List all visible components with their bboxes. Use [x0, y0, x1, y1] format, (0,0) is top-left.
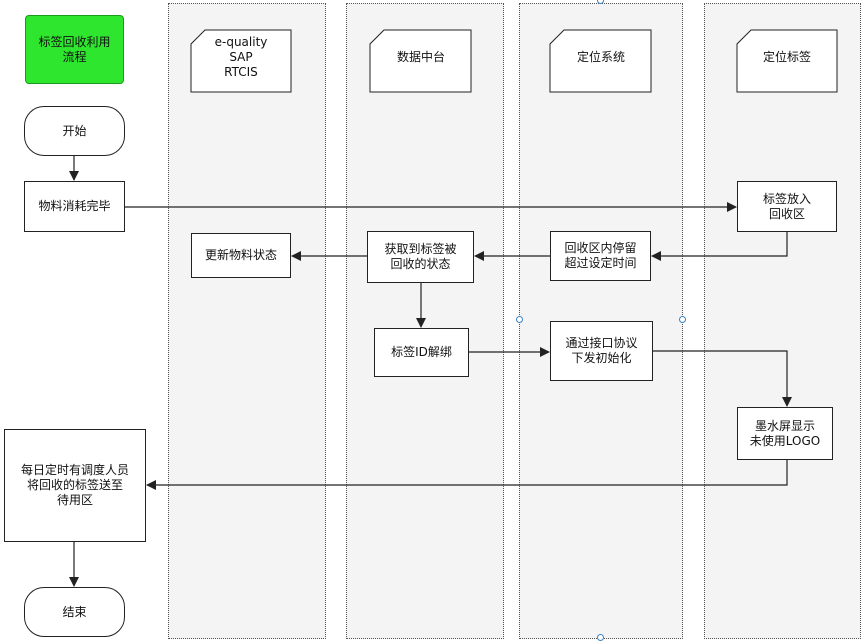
start-node: 开始	[24, 106, 125, 156]
resize-handle[interactable]	[679, 316, 686, 323]
lane-header-card	[369, 29, 472, 93]
lane-header-card	[190, 29, 292, 93]
swimlane-positioning-tag	[704, 3, 861, 639]
lane-header-data-platform: 数据中台	[397, 49, 445, 64]
end-node: 结束	[24, 587, 125, 637]
lane-header-positioning-system: 定位系统	[577, 49, 625, 64]
material-consumed-node: 物料消耗完毕	[24, 181, 125, 232]
arrow-send-init-to-eink	[653, 350, 792, 407]
lane-header-equality-line1: e-quality	[215, 35, 268, 49]
get-tag-state-node: 获取到标签被 回收的状态	[367, 231, 474, 283]
resize-handle[interactable]	[516, 316, 523, 323]
arrow-eink-to-transfer	[146, 460, 788, 490]
swimlane-equality	[168, 3, 326, 639]
unbind-tag-node: 标签ID解绑	[374, 328, 469, 377]
stay-timeout-node: 回收区内停留 超过设定时间	[550, 231, 651, 281]
resize-handle[interactable]	[597, 0, 604, 4]
eink-display-node: 墨水屏显示 未使用LOGO	[737, 407, 833, 460]
lane-header-equality-line2: SAP	[229, 50, 252, 64]
daily-transfer-node: 每日定时有调度人员 将回收的标签送至 待用区	[4, 429, 146, 542]
tag-into-recycle-node: 标签放入 回收区	[737, 181, 837, 232]
lane-header-card	[736, 29, 838, 93]
diagram-title: 标签回收利用 流程	[25, 15, 124, 84]
arrow-recycle-to-timeout	[651, 232, 788, 261]
resize-handle[interactable]	[597, 634, 604, 641]
lane-header-card	[549, 29, 652, 93]
update-material-node: 更新物料状态	[191, 233, 291, 278]
send-init-node: 通过接口协议 下发初始化	[550, 321, 653, 381]
lane-header-positioning-tag: 定位标签	[763, 49, 811, 64]
lane-header-equality-line3: RTCIS	[224, 65, 258, 79]
